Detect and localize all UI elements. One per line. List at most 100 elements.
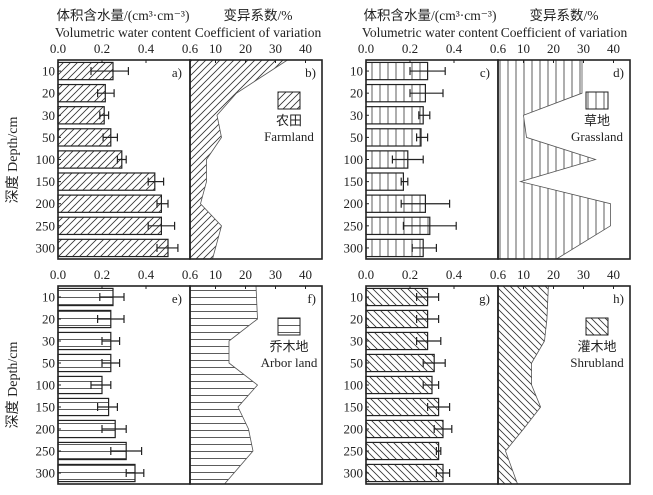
cv-area [498, 286, 549, 484]
cv-tick-label-30: 30 [577, 267, 590, 282]
cv-header-cn-left: 变异系数/% [224, 8, 293, 23]
bar-depth-100 [365, 375, 433, 395]
vwc-tick-label-0.2: 0.2 [402, 41, 418, 56]
cv-tick-label-10: 10 [209, 41, 222, 56]
cv-tick-label-40: 40 [299, 267, 312, 282]
cv-line [200, 59, 288, 260]
depth-label-50: 50 [42, 356, 55, 371]
panel-letter-cv: f) [307, 291, 316, 306]
vwc-header-cn-left: 体积含水量/(cm³·cm⁻³) [57, 8, 190, 23]
legend-label-cn: 灌木地 [577, 339, 616, 354]
bar-depth-200 [57, 194, 163, 213]
cv-tick-label-20: 20 [239, 267, 252, 282]
depth-label-250: 250 [36, 218, 56, 233]
depth-label-20: 20 [42, 86, 55, 101]
vwc-tick-label-0.6: 0.6 [182, 267, 199, 282]
vwc-header-cn-right: 体积含水量/(cm³·cm⁻³) [364, 8, 497, 23]
legend-swatch [277, 317, 301, 336]
cv-tick-label-10: 10 [517, 267, 530, 282]
depth-label-300: 300 [36, 240, 56, 255]
cv-tick-label-20: 20 [239, 41, 252, 56]
vwc-tick-label-0.0: 0.0 [358, 41, 374, 56]
vwc-header-en-right: Volumetric water content [362, 25, 498, 40]
bar-depth-50 [365, 128, 422, 147]
legend-swatch [277, 91, 301, 110]
depth-label-10: 10 [42, 290, 55, 305]
cv-line [505, 285, 549, 485]
vwc-tick-label-0.4: 0.4 [446, 267, 463, 282]
vwc-tick-label-0.0: 0.0 [50, 267, 66, 282]
bar-depth-150 [57, 172, 156, 191]
legend-label-en: Shrubland [570, 355, 624, 370]
cv-tick-label-40: 40 [607, 41, 620, 56]
depth-label-150: 150 [344, 174, 364, 189]
cv-plot-frame [189, 59, 323, 260]
depth-label-200: 200 [36, 196, 56, 211]
cv-header-cn-right: 变异系数/% [530, 8, 599, 23]
cv-tick-label-30: 30 [269, 267, 282, 282]
depth-label-300: 300 [36, 466, 56, 481]
bar-depth-150 [365, 172, 405, 191]
bar-depth-30 [365, 106, 424, 125]
depth-label-100: 100 [36, 378, 56, 393]
depth-label-300: 300 [344, 240, 364, 255]
depth-label-10: 10 [350, 64, 363, 79]
bar-depth-250 [365, 441, 440, 461]
bar-depth-300 [365, 463, 444, 483]
depth-label-250: 250 [36, 444, 56, 459]
depth-label-20: 20 [350, 312, 363, 327]
depth-label-50: 50 [350, 356, 363, 371]
cv-header-en-right: Coefficient of variation [501, 25, 628, 40]
panel-arbor-land: 10 20 30 50 100 150 200 250 300 0.0 0.2 0.4 0.6 10 20 3… [36, 267, 323, 485]
depth-label-30: 30 [350, 108, 363, 123]
depth-label-10: 10 [42, 64, 55, 79]
depth-label-20: 20 [350, 86, 363, 101]
depth-label-100: 100 [344, 152, 364, 167]
depth-label-250: 250 [344, 444, 364, 459]
cv-line [224, 285, 259, 485]
vwc-tick-label-0.0: 0.0 [50, 41, 66, 56]
depth-label-200: 200 [344, 196, 364, 211]
cv-tick-label-40: 40 [299, 41, 312, 56]
depth-label-150: 150 [36, 400, 56, 415]
cv-tick-label-10: 10 [209, 267, 222, 282]
depth-label-150: 150 [36, 174, 56, 189]
depth-label-50: 50 [350, 130, 363, 145]
legend-label-en: Grassland [571, 129, 623, 144]
legend-label-cn: 农田 [276, 113, 302, 128]
cv-tick-label-30: 30 [577, 41, 590, 56]
bar-depth-300 [57, 463, 136, 483]
vwc-tick-label-0.2: 0.2 [94, 267, 110, 282]
vwc-header-en-left: Volumetric water content [55, 25, 191, 40]
vwc-tick-label-0.4: 0.4 [138, 267, 155, 282]
cv-tick-label-10: 10 [517, 41, 530, 56]
depth-label-20: 20 [42, 312, 55, 327]
cv-area [190, 60, 288, 259]
bar-depth-250 [57, 216, 163, 236]
panel-letter-cv: b) [305, 65, 316, 80]
vwc-tick-label-0.0: 0.0 [358, 267, 374, 282]
cv-plot-frame [189, 285, 323, 485]
cv-tick-label-20: 20 [547, 41, 560, 56]
vwc-tick-label-0.4: 0.4 [138, 41, 155, 56]
cv-plot-frame [497, 285, 631, 485]
legend-swatch [585, 317, 609, 336]
panel-letter-cv: d) [613, 65, 624, 80]
depth-label-30: 30 [42, 334, 55, 349]
panel-letter-bar: c) [480, 65, 490, 80]
depth-label-50: 50 [42, 130, 55, 145]
bar-depth-200 [365, 419, 444, 439]
cv-area [498, 60, 611, 259]
vwc-tick-label-0.6: 0.6 [490, 41, 507, 56]
depth-label-150: 150 [344, 400, 364, 415]
depth-label-30: 30 [350, 334, 363, 349]
depth-axis-label-top: 深度 Depth/cm [5, 117, 21, 204]
panel-letter-bar: a) [172, 65, 182, 80]
vwc-tick-label-0.2: 0.2 [402, 267, 418, 282]
bar-depth-30 [57, 106, 105, 125]
cv-line [518, 60, 611, 260]
depth-label-200: 200 [36, 422, 56, 437]
